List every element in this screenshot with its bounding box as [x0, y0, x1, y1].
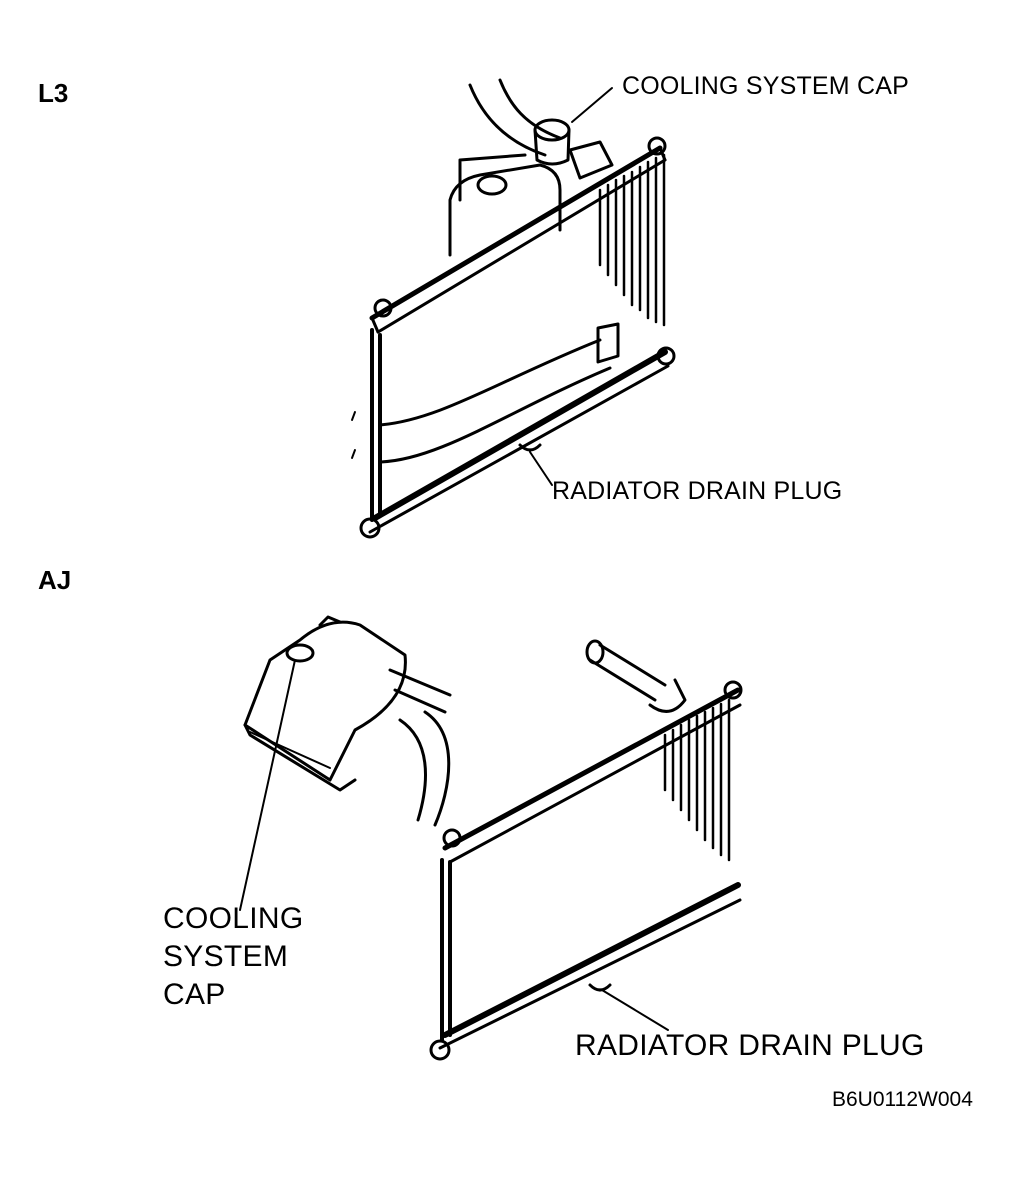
- l3-radiator: [351, 78, 676, 539]
- figure-code: B6U0112W004: [832, 1088, 973, 1111]
- aj-core-fins: [663, 698, 731, 862]
- aj-radiator: [239, 615, 743, 1061]
- aj-cap-label-line-2: SYSTEM: [163, 940, 289, 973]
- aj-cap-label-line-3: CAP: [163, 978, 226, 1011]
- l3-cooling-system-cap-label: COOLING SYSTEM CAP: [622, 72, 909, 100]
- l3-radiator-drain-plug-label: RADIATOR DRAIN PLUG: [552, 477, 843, 505]
- section-label-l3: L3: [38, 78, 69, 108]
- aj-cap-icon: [285, 643, 315, 663]
- aj-cap-label-line-1: COOLING: [163, 902, 304, 935]
- l3-drain-plug-icon: [518, 443, 542, 452]
- section-label-aj: AJ: [38, 565, 72, 595]
- l3-core-fins: [598, 153, 666, 327]
- aj-radiator-drain-plug-label: RADIATOR DRAIN PLUG: [575, 1029, 925, 1062]
- aj-drain-plug-icon: [588, 983, 612, 992]
- aj-cooling-system-cap-label: COOLING SYSTEM CAP: [163, 900, 303, 1014]
